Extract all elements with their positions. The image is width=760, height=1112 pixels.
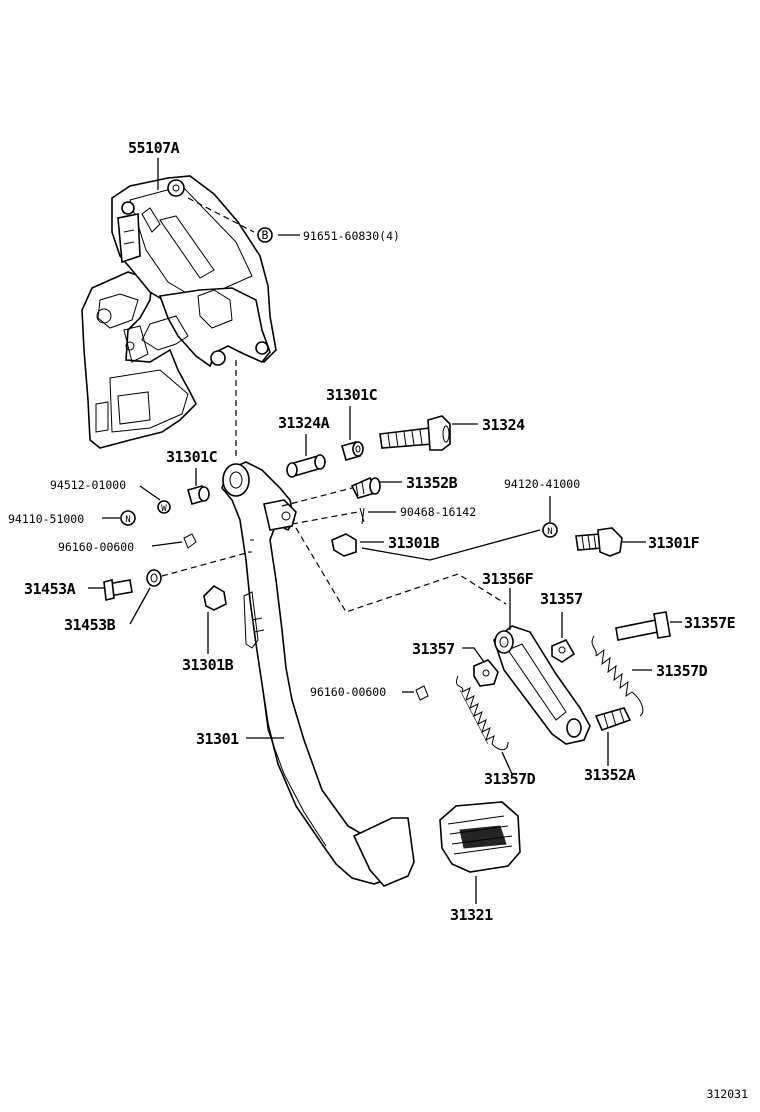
bolt-31301F bbox=[575, 527, 623, 557]
callout-31321: 31321 bbox=[450, 906, 493, 924]
symbol-B-icon: B bbox=[262, 228, 269, 242]
bushing-31301C-left bbox=[187, 485, 210, 505]
stopper-31352A bbox=[594, 707, 632, 732]
leader-94512 bbox=[139, 485, 161, 501]
clip-96160-mid-icon bbox=[415, 685, 429, 701]
symbol-W-icon: W bbox=[161, 504, 167, 514]
callout-90468-16142: 90468-16142 bbox=[400, 505, 476, 519]
bolt-31453A bbox=[103, 579, 133, 601]
nut-94120-icon bbox=[542, 522, 558, 538]
callout-31301: 31301 bbox=[196, 730, 239, 748]
callout-96160-00600-mid: 96160-00600 bbox=[310, 685, 386, 699]
leader-31453B bbox=[129, 587, 151, 625]
callout-31453a: 31453A bbox=[24, 580, 76, 598]
nut-94110-icon bbox=[120, 510, 136, 526]
bolt-31324 bbox=[379, 415, 451, 451]
callout-94110-51000: 94110-51000 bbox=[8, 512, 84, 526]
leader-31357-left bbox=[462, 647, 485, 663]
dash-31356F bbox=[295, 527, 507, 613]
spring-31357D-left bbox=[456, 675, 509, 751]
leader-96160-left bbox=[151, 541, 183, 547]
clutch-pedal-arm-31301 bbox=[221, 461, 415, 887]
leader-link-94120 bbox=[361, 529, 541, 561]
callout-55107a: 55107A bbox=[128, 139, 180, 157]
figure-code: 312031 bbox=[706, 1087, 748, 1101]
pin-90468-icon bbox=[359, 507, 365, 525]
callout-31301f: 31301F bbox=[648, 534, 700, 552]
callout-31352b: 31352B bbox=[406, 474, 458, 492]
pin-31357-left bbox=[473, 659, 499, 687]
collar-31324A bbox=[286, 454, 326, 478]
callout-31357e: 31357E bbox=[684, 614, 736, 632]
bushing-31453B bbox=[146, 569, 162, 587]
callout-31324a: 31324A bbox=[278, 414, 330, 432]
callout-31301c-top: 31301C bbox=[326, 386, 377, 404]
dash-91651 bbox=[187, 197, 255, 233]
callout-31301b-left: 31301B bbox=[182, 656, 234, 674]
dash-90468 bbox=[291, 511, 359, 525]
callout-31357d-right: 31357D bbox=[656, 662, 708, 680]
cushion-31301B-left bbox=[203, 584, 227, 611]
symbol-N2-icon: N bbox=[547, 527, 552, 537]
callout-31357-right: 31357 bbox=[540, 590, 583, 608]
callout-31357-left: 31357 bbox=[412, 640, 455, 658]
callout-31301c-left: 31301C bbox=[166, 448, 217, 466]
spring-31357D-right bbox=[591, 635, 644, 717]
callout-31356f: 31356F bbox=[482, 570, 534, 588]
callout-31352a: 31352A bbox=[584, 766, 636, 784]
callout-31324: 31324 bbox=[482, 416, 525, 434]
bolt-31357E bbox=[615, 611, 671, 641]
turnover-link-31356F bbox=[493, 625, 591, 745]
pedal-bracket-55107A bbox=[81, 175, 277, 449]
symbol-N-icon: N bbox=[125, 515, 130, 525]
cushion-31301B-center bbox=[331, 533, 357, 557]
clip-96160-left-icon bbox=[183, 533, 197, 549]
washer-94512-icon bbox=[157, 500, 171, 514]
callout-91651-60830: 91651-60830(4) bbox=[303, 229, 400, 243]
leader-31357D-bottom bbox=[501, 751, 513, 775]
stopper-31352B bbox=[350, 476, 381, 499]
callout-94512-01000: 94512-01000 bbox=[50, 478, 126, 492]
dash-31453 bbox=[161, 551, 251, 577]
callout-31357d-bottom: 31357D bbox=[484, 770, 536, 788]
bushing-31301C-top bbox=[341, 441, 364, 461]
dash-31352B bbox=[281, 487, 353, 507]
callout-94120-41000: 94120-41000 bbox=[504, 477, 580, 491]
callout-96160-00600-left: 96160-00600 bbox=[58, 540, 134, 554]
callout-31453b: 31453B bbox=[64, 616, 116, 634]
pin-31357-right bbox=[551, 638, 576, 663]
bolt-91651-symbol bbox=[257, 227, 273, 243]
pedal-pad-31321 bbox=[439, 801, 521, 873]
callout-31301b-center: 31301B bbox=[388, 534, 440, 552]
